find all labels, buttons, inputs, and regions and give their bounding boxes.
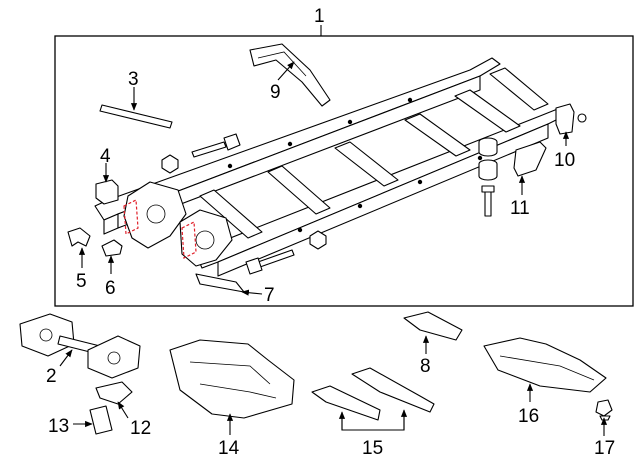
- shield-part-15: [311, 367, 435, 421]
- nut-plate-part: [101, 239, 123, 257]
- rail-holes: [227, 97, 483, 233]
- skid-plate-part: [169, 339, 295, 419]
- callout-8: 8: [420, 356, 431, 377]
- callout-9: 9: [270, 82, 281, 103]
- callout-7: 7: [264, 285, 275, 306]
- transfer-case-shield-part: [483, 337, 607, 393]
- leader-lines: [59, 61, 608, 436]
- callout-15: 15: [362, 438, 383, 459]
- highlight-outline-right: [181, 221, 197, 259]
- callout-11: 11: [510, 198, 530, 219]
- frame-assembly: [94, 57, 569, 277]
- rod-part: [99, 104, 173, 129]
- callout-10: 10: [554, 150, 575, 171]
- callout-3: 3: [128, 69, 139, 90]
- long-bolt-upper: [191, 133, 241, 158]
- long-bolt-lower: [245, 249, 295, 275]
- bracket-part-11: [513, 141, 547, 177]
- spacer-bar-part: [195, 273, 245, 293]
- callout-14: 14: [218, 438, 240, 459]
- reinforcement-part: [249, 43, 331, 107]
- callout-17: 17: [594, 438, 615, 459]
- highlight-outline-left: [123, 199, 139, 235]
- callout-4: 4: [100, 146, 111, 167]
- bracket-part-12: [95, 381, 133, 405]
- clip-part: [67, 227, 91, 247]
- mount-bracket-part: [95, 179, 119, 205]
- frame-assembly-box: [54, 35, 634, 307]
- callout-12: 12: [130, 418, 151, 439]
- nut-upper: [161, 154, 179, 174]
- callout-13: 13: [48, 416, 69, 437]
- callout-1: 1: [314, 6, 325, 27]
- callout-2: 2: [46, 366, 57, 387]
- bracket-part-10: [555, 103, 575, 135]
- callout-labels: 1 2 3 4 5 6 7 8 9 10 11 12 13 14 15 16 1…: [46, 6, 615, 459]
- support-bar-part: [403, 311, 463, 341]
- plate-part-13: [89, 405, 113, 435]
- fastener-part-17: [595, 399, 613, 421]
- callout-5: 5: [76, 271, 87, 292]
- crossmember-part: [19, 313, 141, 379]
- callout-6: 6: [105, 278, 116, 299]
- callout-16: 16: [518, 406, 539, 427]
- nut-lower: [309, 230, 327, 250]
- body-mount-cushions: [478, 137, 498, 217]
